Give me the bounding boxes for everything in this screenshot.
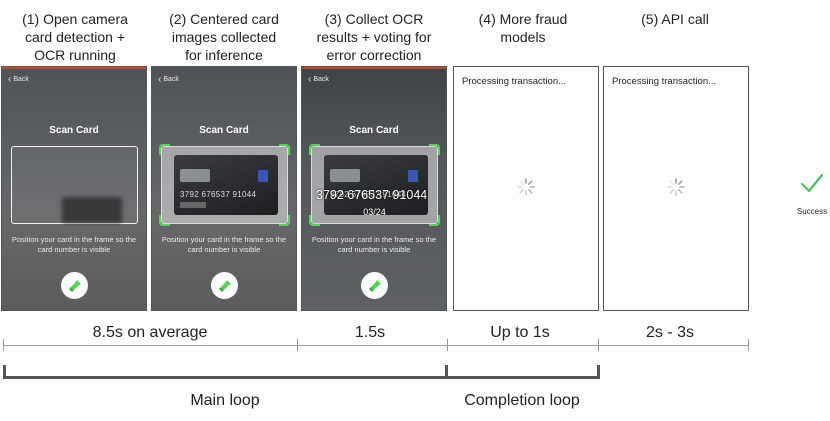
timeline-tick xyxy=(748,339,749,351)
status-top-bar xyxy=(302,67,446,69)
timing-label: Up to 1s xyxy=(490,324,550,341)
phone-screen-camera: ‹ Back Scan Card Position your card in t… xyxy=(1,66,147,311)
step-3-caption: (3) Collect OCR results + voting for err… xyxy=(299,10,449,64)
scan-hint: Position your card in the frame so the c… xyxy=(161,235,287,254)
card-number: 3792 676537 91044 xyxy=(330,190,407,199)
caption-line: models xyxy=(500,29,546,45)
frame-corner xyxy=(429,215,440,226)
caption-line: (2) Centered card xyxy=(169,11,279,27)
back-label: Back xyxy=(13,76,29,83)
ocr-expiry: 03/24 xyxy=(363,207,386,217)
caption-line: for inference xyxy=(185,47,263,63)
card-number: 3792 676537 91044 xyxy=(180,190,257,199)
timing-label: 2s - 3s xyxy=(645,324,694,341)
phone-screen-ocr-result: ‹ Back Scan Card 3792 676537 91044 3792 … xyxy=(301,66,447,311)
timing-label: 1.5s xyxy=(354,324,386,341)
caption-line: card detection + xyxy=(24,29,125,45)
step-4-caption: (4) More fraud models xyxy=(448,10,598,46)
scan-hint: Position your card in the frame so the c… xyxy=(11,235,137,254)
main-loop-label: Main loop xyxy=(190,392,260,409)
credit-card: 3792 676537 91044 xyxy=(174,155,278,215)
loading-spinner-icon xyxy=(517,178,535,196)
flashlight-button[interactable] xyxy=(211,272,238,299)
chevron-left-icon: ‹ xyxy=(158,74,162,85)
status-top-bar xyxy=(2,67,146,69)
caption-line: results + voting for xyxy=(316,29,432,45)
scan-card-title: Scan Card xyxy=(49,125,99,136)
timeline-tick xyxy=(598,339,599,351)
step-5-caption: (5) API call xyxy=(600,10,750,28)
scan-frame xyxy=(11,146,138,224)
back-label: Back xyxy=(313,76,329,83)
back-button[interactable]: ‹ Back xyxy=(308,74,329,85)
step-1-caption: (1) Open camera card detection + OCR run… xyxy=(0,10,150,64)
back-button[interactable]: ‹ Back xyxy=(158,74,179,85)
timeline-axis xyxy=(3,345,749,346)
main-loop-bracket xyxy=(3,365,448,379)
credit-card: 3792 676537 91044 xyxy=(324,155,428,215)
completion-loop-bracket xyxy=(445,365,600,379)
timeline-tick xyxy=(297,339,298,351)
chevron-left-icon: ‹ xyxy=(308,74,312,85)
frame-corner xyxy=(309,215,320,226)
caption-line: OCR running xyxy=(34,47,116,63)
frame-corner xyxy=(159,144,170,155)
phone-screen-api-call: Processing transaction... xyxy=(603,66,749,311)
processing-text: Processing transaction... xyxy=(462,76,567,87)
flashlight-button[interactable] xyxy=(361,272,388,299)
completion-loop-label: Completion loop xyxy=(464,392,580,409)
card-stripe xyxy=(180,169,210,182)
step-2-caption: (2) Centered card images collected for i… xyxy=(149,10,299,64)
blurred-card xyxy=(62,197,122,223)
card-logo-icon xyxy=(258,170,268,182)
success-check-icon xyxy=(800,173,824,193)
back-button[interactable]: ‹ Back xyxy=(8,74,29,85)
flashlight-icon xyxy=(368,279,381,292)
success-label: Success xyxy=(796,207,828,216)
caption-line: error correction xyxy=(326,47,422,63)
caption-line: (1) Open camera xyxy=(22,11,128,27)
timing-label: 8.5s on average xyxy=(92,324,208,341)
scan-hint: Position your card in the frame so the c… xyxy=(311,235,437,254)
timeline-tick xyxy=(3,339,4,351)
flashlight-icon xyxy=(218,279,231,292)
flashlight-icon xyxy=(68,279,81,292)
card-stripe xyxy=(330,169,360,182)
flashlight-button[interactable] xyxy=(61,272,88,299)
frame-corner xyxy=(159,215,170,226)
phone-screen-card-detected: ‹ Back Scan Card 3792 676537 91044 Posit… xyxy=(151,66,297,311)
caption-line: images collected xyxy=(171,29,277,45)
chevron-left-icon: ‹ xyxy=(8,74,12,85)
caption-line: (3) Collect OCR xyxy=(324,11,424,27)
back-label: Back xyxy=(163,76,179,83)
scan-card-title: Scan Card xyxy=(199,125,249,136)
timeline-tick xyxy=(447,339,448,351)
scan-frame: 3792 676537 91044 xyxy=(159,144,290,226)
caption-line: (5) API call xyxy=(641,11,709,27)
phone-screen-processing: Processing transaction... xyxy=(453,66,599,311)
card-logo-icon xyxy=(408,170,418,182)
frame-corner xyxy=(279,144,290,155)
scan-card-title: Scan Card xyxy=(349,125,399,136)
processing-text: Processing transaction... xyxy=(612,76,717,87)
frame-corner xyxy=(279,215,290,226)
frame-corner xyxy=(429,144,440,155)
ocr-card-number: 3792 676537 91044 xyxy=(316,188,428,202)
caption-line: (4) More fraud xyxy=(478,11,568,27)
loading-spinner-icon xyxy=(667,178,685,196)
frame-corner xyxy=(309,144,320,155)
card-detail xyxy=(180,202,206,208)
scan-frame: 3792 676537 91044 3792 676537 91044 03/2… xyxy=(309,144,440,226)
